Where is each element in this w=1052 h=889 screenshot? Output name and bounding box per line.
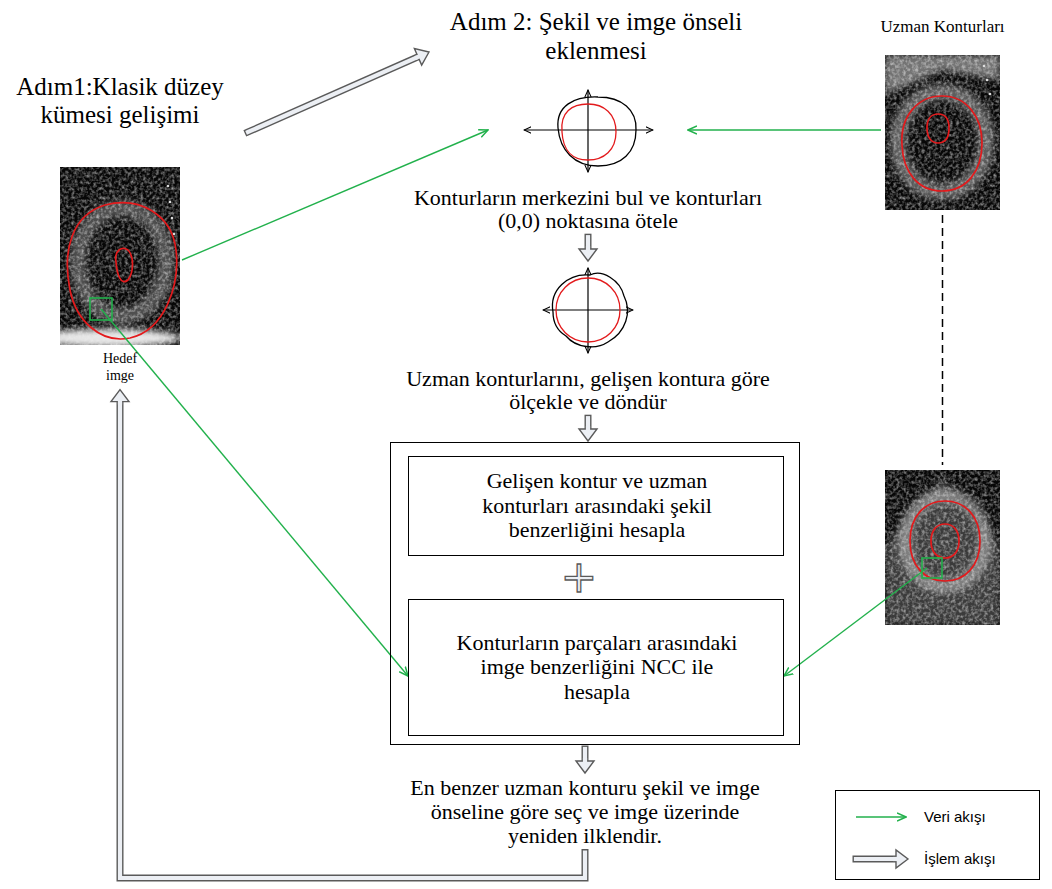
patch-square	[922, 558, 942, 578]
arrow-joint	[586, 426, 590, 432]
ultrasound-image	[60, 167, 180, 345]
contour-plot: Uzman konturlarını, gelişen kontura göre…	[488, 265, 688, 353]
panel-heading: Uzman Konturları	[868, 17, 1018, 37]
contour-plot-figure	[524, 90, 653, 172]
step-text: En benzer uzman konturu şekil ve imge ön…	[400, 776, 770, 849]
speckle	[60, 167, 180, 345]
image-ground	[60, 167, 180, 345]
scale-dot	[983, 65, 986, 68]
process-box: Gelişen kontur ve uzman konturları arası…	[408, 456, 784, 556]
evolving-contour	[558, 97, 636, 166]
arrow-joint	[583, 758, 587, 764]
scale-dot	[989, 93, 992, 96]
dashed-line	[942, 215, 944, 465]
legend-data-arrow	[856, 816, 906, 817]
step-text: Uzman konturlarını, gelişen kontura göre…	[403, 367, 773, 413]
box-text: Konturların parçaları arasındaki imge be…	[450, 631, 745, 705]
expert-contour	[931, 524, 959, 558]
legend-box: Veri akışıİşlem akışı	[835, 790, 1040, 880]
data-arrow	[784, 568, 927, 676]
speckle	[885, 470, 1000, 625]
arrow-shaft-outline	[248, 56, 419, 132]
image-ground	[885, 470, 1000, 625]
step-text: Konturların merkezini bul ve konturları …	[403, 186, 773, 232]
data-line	[688, 129, 881, 130]
expert-contour	[910, 501, 980, 581]
step-heading: Adım1:Klasik düzey kümesi gelişimi	[10, 73, 230, 131]
data-line	[101, 309, 408, 676]
process-box: Konturların parçaları arasındaki imge be…	[408, 599, 784, 736]
scale-dot	[167, 185, 170, 188]
legend-sample	[844, 805, 918, 829]
scale-dot	[986, 79, 989, 82]
legend-entry: Veri akışı	[836, 805, 1039, 829]
expert-contour	[927, 114, 949, 143]
legend-text: Veri akışı	[924, 808, 986, 826]
process-arrow	[579, 418, 597, 441]
process-group: + Gelişen kontur ve uzman konturları aras…	[390, 442, 800, 745]
image-panel: Uzman Konturları	[885, 55, 1000, 210]
process-arrow	[579, 237, 597, 261]
arrow-joint	[118, 399, 122, 405]
image-ground	[885, 55, 1000, 210]
arrow-shaft-fill	[856, 857, 897, 861]
ultrasound-image	[885, 55, 1000, 210]
step-heading-node: Adım 2: Şekil ve imge önseli eklenmesi	[441, 8, 751, 66]
evolving-contour	[116, 249, 133, 282]
contour-plot: Konturların merkezini bul ve konturları …	[488, 88, 688, 172]
arrow-joint	[893, 857, 899, 861]
scale-dot	[171, 217, 174, 220]
plus-symbol: +	[549, 555, 609, 599]
step-text-node: En benzer uzman konturu şekil ve imge ön…	[400, 776, 770, 849]
evolving-contour	[67, 203, 176, 339]
evolving-contour	[552, 273, 627, 346]
box-text: Gelişen kontur ve uzman konturları arası…	[462, 469, 732, 543]
data-arrow	[101, 309, 408, 676]
arrow-shaft-outline	[856, 856, 897, 863]
legend-text: İşlem akışı	[924, 850, 996, 868]
legend-process-arrow	[856, 850, 908, 868]
arrow-joint	[586, 246, 590, 252]
data-arrow	[688, 130, 881, 131]
expert-contour	[556, 278, 620, 342]
step-heading: Adım 2: Şekil ve imge önseli eklenmesi	[441, 8, 751, 66]
speckle	[885, 55, 1000, 210]
contour-plot-figure	[543, 268, 633, 353]
expert-contour	[902, 96, 982, 191]
arrow-head	[414, 49, 429, 65]
image-panel	[885, 470, 1000, 625]
image-panel: Adım1:Klasik düzey kümesi gelişimiHedef …	[60, 167, 180, 345]
process-arrow	[248, 49, 429, 132]
dashed-link	[942, 215, 943, 465]
arrow-shaft-fill	[248, 56, 419, 132]
image-caption: Hedef imge	[95, 351, 145, 385]
arrow-joint	[415, 56, 420, 58]
scale-dot	[169, 201, 172, 204]
legend-sample	[844, 847, 918, 871]
expert-contour	[562, 104, 616, 160]
ultrasound-image	[885, 470, 1000, 625]
process-arrow	[576, 749, 594, 773]
data-line	[784, 568, 927, 676]
axis	[587, 268, 588, 353]
legend-entry: İşlem akışı	[836, 847, 1039, 871]
